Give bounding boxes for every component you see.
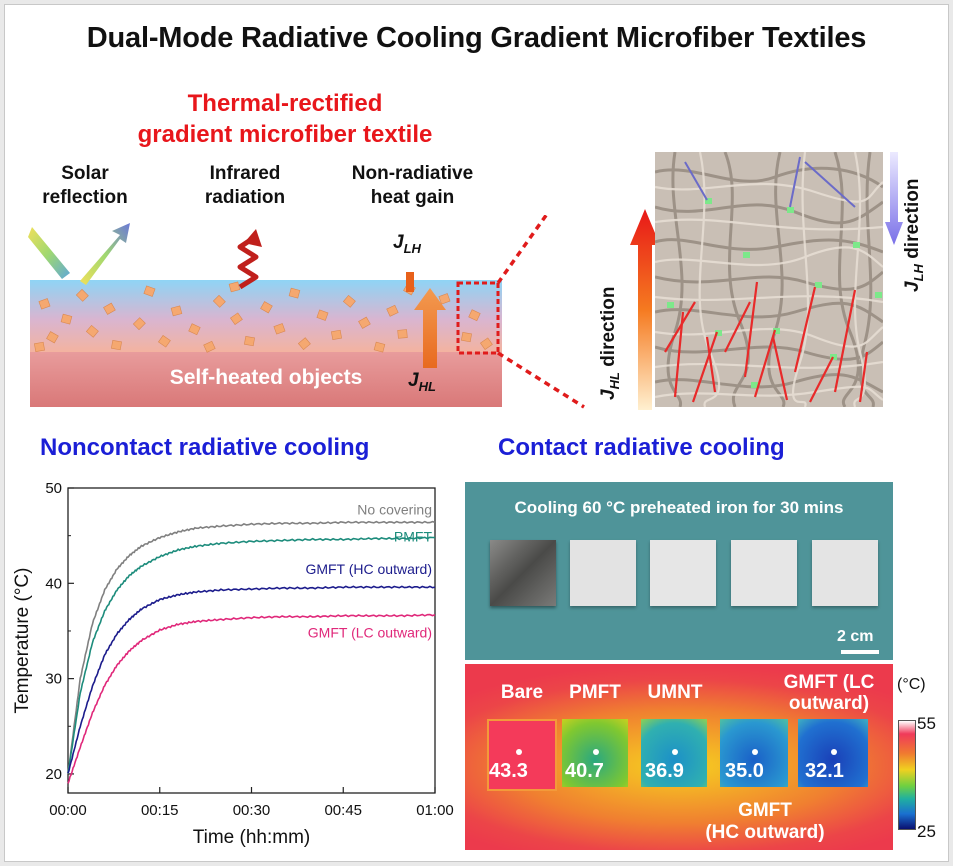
sample-gmft-hc: [731, 540, 797, 606]
y-tick-label: 30: [45, 671, 62, 688]
thermal-image: Bare PMFT UMNT GMFT (LC outward) GMFT (H…: [465, 664, 893, 850]
x-tick-label: 00:30: [233, 802, 271, 819]
microfiber-particles: [34, 281, 493, 353]
measure-dot: [672, 749, 678, 755]
ir-label-line2: radiation: [204, 187, 286, 208]
series-line: [67, 536, 436, 774]
jhl-direction-arrow-icon: [630, 209, 660, 410]
schematic-heading: Thermal-rectified gradient microfiber te…: [90, 88, 480, 150]
y-tick-label: 50: [45, 480, 62, 497]
series-line: [67, 613, 436, 784]
ir-label-line1: Infrared: [209, 163, 281, 184]
label-gmft-lc-line2: outward): [788, 693, 870, 714]
jlh-main: J: [393, 232, 404, 253]
temp-gmft-hc: 35.0: [725, 760, 764, 782]
label-bare: Bare: [500, 682, 544, 703]
schematic-heading-line2: gradient microfiber textile: [137, 121, 433, 148]
jlh-dir-suffix: direction: [902, 178, 923, 265]
temp-bare: 43.3: [489, 760, 528, 782]
series-line: [67, 585, 436, 774]
label-gmft-hc: GMFT (HC outward): [685, 800, 845, 844]
colorbar: [898, 720, 916, 830]
microfiber-sem-image: [655, 152, 883, 407]
zoom-line-top: [496, 215, 549, 285]
jlh-arrow-icon: [406, 272, 414, 292]
solar-label-line1: Solar: [61, 163, 109, 184]
jlh-direction-arrow-icon: [885, 152, 903, 245]
contact-heading: Contact radiative cooling: [498, 434, 785, 461]
jhl-dir-suffix: direction: [598, 286, 619, 373]
measure-dot: [593, 749, 599, 755]
x-tick-label: 01:00: [416, 802, 454, 819]
nonrad-label-line1: Non-radiative: [351, 163, 474, 184]
thermal-bare: [487, 719, 557, 791]
jhl-dir-main: J: [598, 389, 619, 400]
noncontact-heading: Noncontact radiative cooling: [40, 434, 370, 461]
jhl-direction-label: JHL direction: [598, 190, 622, 400]
solar-label-line2: reflection: [42, 187, 128, 208]
y-tick-label: 40: [45, 575, 62, 592]
y-tick-label: 20: [45, 766, 62, 783]
jhl-main: J: [408, 370, 419, 391]
series-label: GMFT (HC outward): [305, 561, 432, 577]
label-pmft: PMFT: [569, 682, 621, 703]
zoom-line-bottom: [497, 351, 585, 409]
infrared-radiation-label: Infrared radiation: [180, 162, 310, 210]
series-line: [67, 520, 436, 774]
scale-bar: [841, 650, 879, 654]
jhl-dir-sub: HL: [606, 372, 622, 390]
label-gmft-hc-line2: (HC outward): [705, 822, 825, 843]
temp-gmft-lc: 32.1: [805, 760, 844, 782]
jhl-sub: HL: [418, 378, 436, 394]
measure-dot: [831, 749, 837, 755]
colorbar-min: 25: [917, 822, 936, 841]
self-heated-objects-label: Self-heated objects: [169, 366, 363, 389]
schematic-heading-line1: Thermal-rectified: [187, 90, 383, 117]
series-label: PMFT: [394, 528, 433, 544]
series-label: GMFT (LC outward): [308, 625, 432, 641]
label-gmft-lc: GMFT (LC outward): [761, 672, 897, 714]
sample-gmft-lc: [812, 540, 878, 606]
jhl-arrow-icon: [414, 288, 446, 368]
solar-reflection-label: Solar reflection: [20, 162, 150, 210]
measure-dot: [516, 749, 522, 755]
infrared-wave-icon: [237, 236, 259, 290]
sample-pmft: [570, 540, 636, 606]
nonrad-label-line2: heat gain: [370, 187, 455, 208]
scale-bar-label: 2 cm: [837, 628, 874, 645]
measure-dot: [752, 749, 758, 755]
y-axis-label: Temperature (°C): [12, 568, 33, 714]
solar-reflected-arrow: [80, 223, 130, 285]
nonradiative-heat-gain-label: Non-radiative heat gain: [335, 162, 490, 210]
x-axis-label: Time (hh:mm): [193, 827, 311, 848]
photo-caption: Cooling 60 °C preheated iron for 30 mins: [514, 498, 844, 517]
temp-umnt: 36.9: [645, 760, 684, 782]
jlh-sub: LH: [403, 240, 421, 256]
x-tick-label: 00:15: [141, 802, 179, 819]
jlh-dir-main: J: [902, 281, 923, 292]
label-umnt: UMNT: [647, 682, 703, 703]
label-gmft-hc-line1: GMFT: [738, 800, 792, 821]
colorbar-unit: (°C): [897, 676, 926, 693]
zoom-box: [456, 281, 500, 355]
series-label: No covering: [357, 502, 432, 518]
temp-pmft: 40.7: [565, 760, 604, 782]
infrared-arrowhead-icon: [244, 229, 262, 247]
colorbar-max: 55: [917, 714, 936, 733]
solar-incoming-arrow: [28, 227, 70, 279]
x-tick-label: 00:00: [49, 802, 87, 819]
iron-photo: Cooling 60 °C preheated iron for 30 mins…: [465, 482, 893, 660]
jlh-label: JLH: [393, 232, 421, 256]
figure-title: Dual-Mode Radiative Cooling Gradient Mic…: [86, 22, 867, 54]
jhl-label: JHL: [408, 370, 436, 394]
sample-umnt: [650, 540, 716, 606]
x-tick-label: 00:45: [324, 802, 362, 819]
sample-bare-iron: [490, 540, 556, 606]
jlh-direction-label: JLH direction: [902, 142, 926, 292]
label-gmft-lc-line1: GMFT (LC: [783, 672, 875, 693]
textile-schematic: [28, 215, 585, 409]
jlh-dir-sub: LH: [910, 264, 926, 282]
